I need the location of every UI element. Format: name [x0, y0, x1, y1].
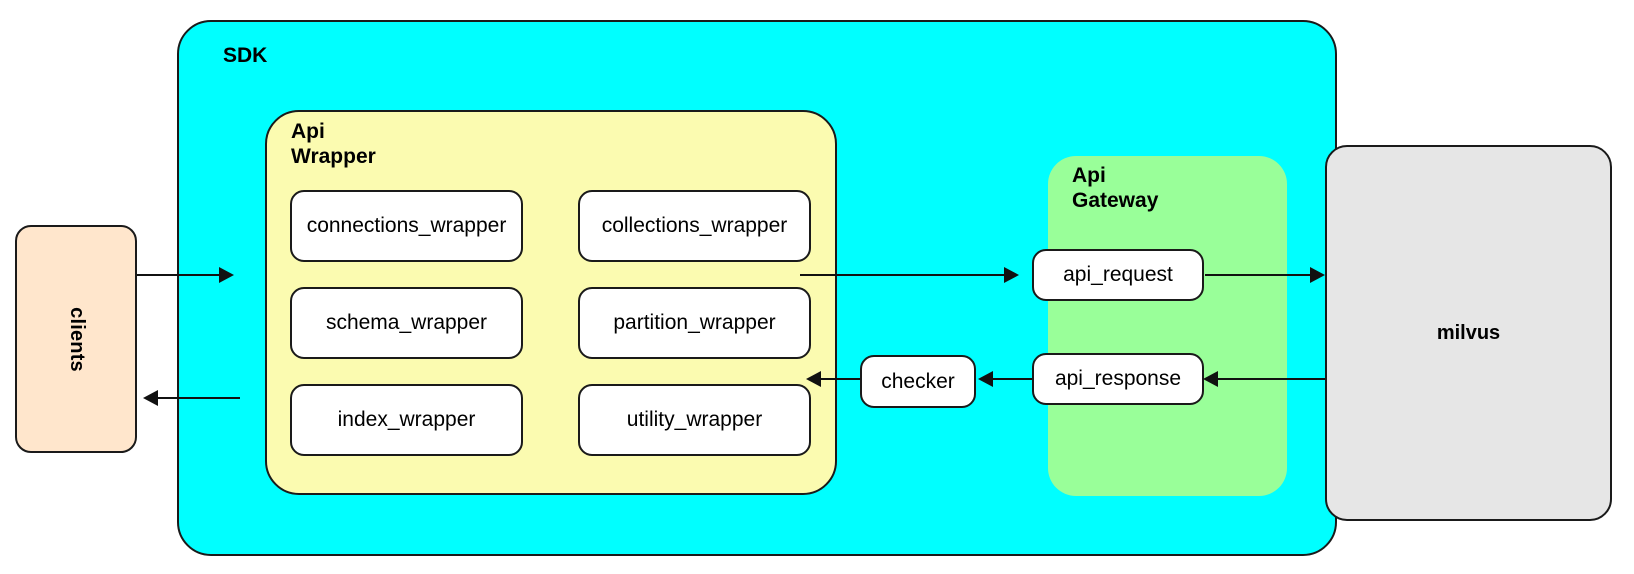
module-partition-wrapper[interactable]: partition_wrapper: [578, 287, 811, 359]
module-index-wrapper[interactable]: index_wrapper: [290, 384, 523, 456]
module-schema-wrapper[interactable]: schema_wrapper: [290, 287, 523, 359]
arrow-api-wrapper-to-api-gateway: [800, 267, 1019, 283]
module-utility-wrapper[interactable]: utility_wrapper: [578, 384, 811, 456]
clients-node[interactable]: clients: [15, 225, 137, 453]
api-gateway-label: Api Gateway: [1072, 164, 1159, 212]
sdk-label: SDK: [223, 44, 268, 67]
arrow-api-request-to-milvus: [1205, 267, 1325, 283]
arrow-sdk-to-clients: [143, 390, 240, 406]
milvus-node[interactable]: milvus: [1325, 145, 1612, 521]
arrow-checker-to-api-wrapper: [806, 371, 860, 387]
clients-label: clients: [65, 306, 88, 372]
milvus-label: milvus: [1436, 321, 1501, 344]
arrow-api-response-to-checker: [978, 371, 1032, 387]
module-connections-wrapper[interactable]: connections_wrapper: [290, 190, 523, 262]
node-api-request[interactable]: api_request: [1032, 249, 1204, 301]
api-gateway-container[interactable]: Api Gateway: [1048, 156, 1287, 496]
module-collections-wrapper[interactable]: collections_wrapper: [578, 190, 811, 262]
arrow-milvus-to-api-response: [1203, 371, 1325, 387]
node-checker[interactable]: checker: [860, 355, 976, 408]
node-api-response[interactable]: api_response: [1032, 353, 1204, 405]
api-wrapper-label: Api Wrapper: [291, 120, 376, 168]
arrow-clients-to-api-wrapper: [137, 267, 234, 283]
